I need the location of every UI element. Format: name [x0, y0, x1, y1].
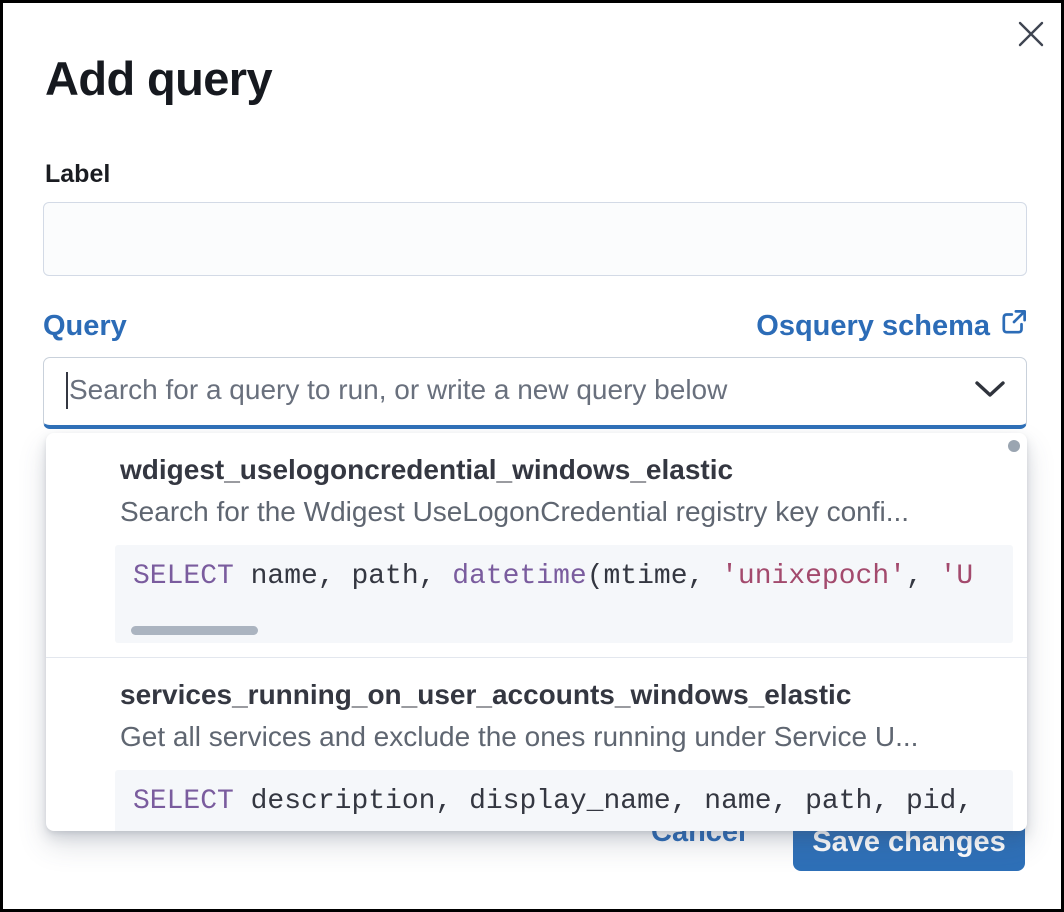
- query-suggestions-dropdown: wdigest_uselogoncredential_windows_elast…: [46, 433, 1027, 831]
- page-title: Add query: [45, 52, 273, 105]
- query-option-description: Search for the Wdigest UseLogonCredentia…: [120, 496, 910, 527]
- query-combobox[interactable]: Search for a query to run, or write a ne…: [43, 357, 1027, 429]
- sql-string: 'U: [939, 561, 974, 592]
- sql-text: ,: [905, 561, 940, 592]
- query-field-label: Query: [43, 310, 127, 342]
- close-icon: [1016, 19, 1046, 52]
- horizontal-scrollbar-thumb[interactable]: [131, 626, 258, 635]
- sql-text: (mtime,: [586, 561, 722, 592]
- label-input[interactable]: [43, 202, 1027, 276]
- osquery-schema-link[interactable]: Osquery schema: [756, 309, 1027, 344]
- query-option-title: wdigest_uselogoncredential_windows_elast…: [120, 454, 734, 485]
- label-field-label: Label: [45, 160, 111, 188]
- sql-text: name, path,: [233, 561, 453, 592]
- query-option[interactable]: services_running_on_user_accounts_window…: [46, 658, 1027, 831]
- close-button[interactable]: [1011, 15, 1051, 55]
- query-option-sql-snippet: SELECT name, path, datetime(mtime, 'unix…: [115, 545, 1013, 643]
- external-link-icon: [1000, 309, 1027, 344]
- query-option-description: Get all services and exclude the ones ru…: [120, 721, 919, 752]
- query-row: Query Osquery schema: [43, 309, 1027, 344]
- sql-keyword: datetime: [452, 561, 587, 592]
- sql-string: 'unixepoch': [721, 561, 906, 592]
- text-caret: [66, 371, 68, 409]
- sql-keyword: SELECT: [133, 786, 234, 817]
- query-option-sql-snippet: SELECT description, display_name, name, …: [115, 770, 1013, 831]
- chevron-down-icon[interactable]: [974, 380, 1006, 400]
- query-option-title: services_running_on_user_accounts_window…: [120, 679, 852, 710]
- vertical-scrollbar-thumb[interactable]: [1008, 440, 1020, 452]
- osquery-schema-link-label: Osquery schema: [756, 310, 990, 342]
- query-combobox-placeholder: Search for a query to run, or write a ne…: [69, 374, 728, 405]
- sql-text: description, display_name, name, path, p…: [233, 786, 974, 817]
- sql-keyword: SELECT: [133, 561, 234, 592]
- query-option[interactable]: wdigest_uselogoncredential_windows_elast…: [46, 433, 1027, 643]
- option-divider: [46, 657, 1027, 658]
